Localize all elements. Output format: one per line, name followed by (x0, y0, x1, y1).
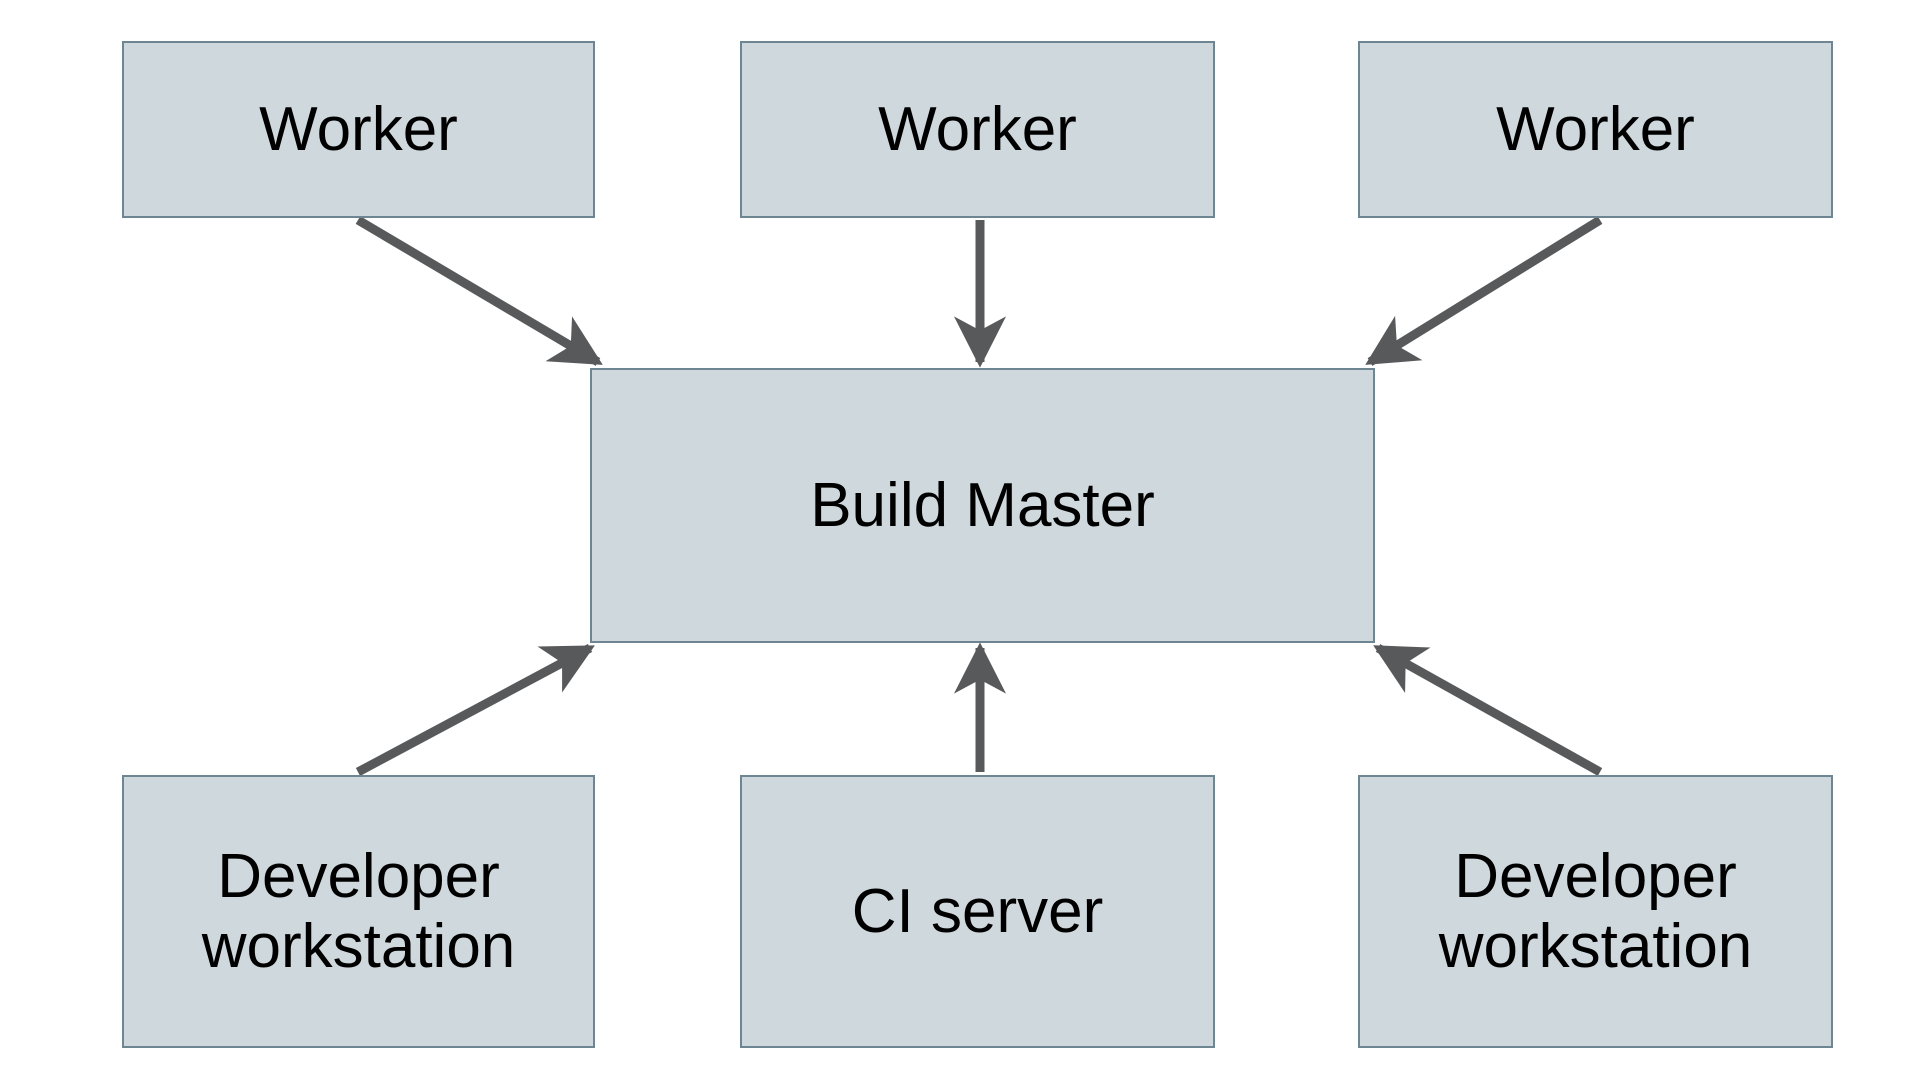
edge-worker-1-to-build-master (355, 216, 603, 366)
node-build-master-label: Build Master (810, 470, 1155, 540)
node-ci-server[interactable]: CI server (740, 775, 1215, 1048)
node-developer-workstation-2-label: Developer workstation (1438, 842, 1753, 981)
node-worker-1-label: Worker (259, 94, 458, 164)
node-build-master[interactable]: Build Master (590, 368, 1375, 643)
node-worker-3-label: Worker (1496, 94, 1695, 164)
node-worker-2[interactable]: Worker (740, 41, 1215, 218)
edge-dev-ws-1-to-build-master (355, 644, 595, 776)
node-developer-workstation-1-label: Developer workstation (201, 842, 516, 981)
node-worker-1[interactable]: Worker (122, 41, 595, 218)
node-worker-3[interactable]: Worker (1358, 41, 1833, 218)
edge-worker-3-to-build-master (1365, 216, 1603, 366)
edge-dev-ws-2-to-build-master (1373, 644, 1603, 776)
node-worker-2-label: Worker (878, 94, 1077, 164)
node-ci-server-label: CI server (851, 876, 1104, 946)
node-developer-workstation-2[interactable]: Developer workstation (1358, 775, 1833, 1048)
node-developer-workstation-1[interactable]: Developer workstation (122, 775, 595, 1048)
